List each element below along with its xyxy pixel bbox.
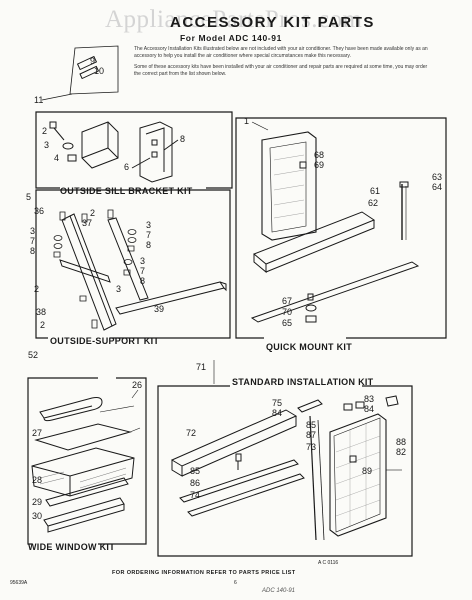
intro-paragraph-1: The Accessory Installation Kits illustra… — [134, 46, 428, 59]
callout-3-c: 3 — [146, 220, 152, 230]
callout-10: 10 — [94, 66, 105, 76]
callout-9: 9 — [90, 56, 96, 66]
callout-2-b: 2 — [90, 208, 96, 218]
callout-62: 62 — [368, 198, 379, 208]
callout-75: 75 — [272, 398, 283, 408]
callout-71: 71 — [196, 362, 207, 372]
callout-4: 4 — [54, 153, 60, 163]
callout-87: 87 — [306, 430, 317, 440]
callout-5: 5 — [26, 192, 32, 202]
callout-83: 83 — [364, 394, 375, 404]
callout-88: 88 — [396, 437, 407, 447]
callout-63: 63 — [432, 172, 443, 182]
callout-38: 38 — [36, 307, 47, 317]
callout-8: 8 — [180, 134, 186, 144]
page-subtitle: For Model ADC 140-91 — [180, 33, 282, 43]
intro-text: The Accessory Installation Kits illustra… — [134, 46, 434, 82]
callout-84: 84 — [272, 408, 283, 418]
section-outside-support: OUTSIDE-SUPPORT KIT — [50, 336, 160, 346]
standard-install-frame — [158, 386, 412, 556]
callout-2: 2 — [42, 126, 48, 136]
callout-86: 86 — [190, 478, 201, 488]
callout-82: 82 — [396, 447, 407, 457]
page-number: 6 — [234, 580, 237, 586]
callout-72: 72 — [186, 428, 197, 438]
callout-73: 73 — [306, 442, 317, 452]
callout-6: 6 — [124, 162, 130, 172]
outside-support-frame — [36, 190, 230, 338]
callout-61: 61 — [370, 186, 381, 196]
callout-8-d: 8 — [140, 276, 146, 286]
callout-3-b: 3 — [30, 226, 36, 236]
callout-2-d: 2 — [40, 320, 46, 330]
small-kit-drawing — [42, 46, 118, 100]
callout-65: 65 — [282, 318, 293, 328]
callout-7-c: 7 — [140, 266, 146, 276]
callout-11: 11 — [34, 95, 44, 105]
section-outside-sill: OUTSIDE SILL BRACKET KIT — [60, 186, 193, 196]
callout-69: 69 — [314, 160, 325, 170]
callout-27: 27 — [32, 428, 43, 438]
form-number: 95639A — [10, 580, 28, 586]
callout-70: 70 — [282, 307, 293, 317]
callout-30: 30 — [32, 511, 43, 521]
callout-8-c: 8 — [146, 240, 152, 250]
callout-8-b: 8 — [30, 246, 36, 256]
watermark: AppliancePartsPros.com — [105, 6, 363, 33]
callout-36: 36 — [34, 206, 45, 216]
callout-89: 89 — [362, 466, 373, 476]
callout-7: 7 — [30, 236, 36, 246]
section-wide-window: WIDE WINDOW KIT — [28, 542, 115, 552]
callout-52: 52 — [28, 350, 39, 360]
intro-paragraph-2: Some of these accessory kits have been i… — [134, 64, 428, 77]
callout-2-c: 2 — [34, 284, 40, 294]
handwritten-note: ADC 140-91 — [262, 588, 296, 594]
callout-67: 67 — [282, 296, 293, 306]
section-standard-install: STANDARD INSTALLATION KIT — [232, 377, 374, 387]
figure-code: A C 0116 — [318, 560, 339, 566]
callout-84-b: 84 — [364, 404, 375, 414]
callout-26: 26 — [132, 380, 143, 390]
callout-3-d: 3 — [140, 256, 146, 266]
callout-28: 28 — [32, 475, 43, 485]
callout-3: 3 — [44, 140, 50, 150]
wide-window-frame — [28, 378, 146, 544]
callout-68: 68 — [314, 150, 325, 160]
ordering-note: FOR ORDERING INFORMATION REFER TO PARTS … — [112, 570, 296, 576]
callout-74: 74 — [190, 490, 201, 500]
callout-39: 39 — [154, 304, 165, 314]
leader-lines — [132, 122, 268, 398]
callout-64: 64 — [432, 182, 443, 192]
callout-1: 1 — [244, 116, 250, 126]
callout-85-b: 85 — [190, 466, 201, 476]
outside-sill-frame — [36, 112, 232, 188]
callout-85: 85 — [306, 420, 317, 430]
callout-7-b: 7 — [146, 230, 152, 240]
page-title: ACCESSORY KIT PARTS — [170, 14, 375, 31]
callout-37: 37 — [82, 218, 93, 228]
quick-mount-frame — [236, 118, 446, 338]
callout-29: 29 — [32, 497, 43, 507]
callout-3-e: 3 — [116, 284, 122, 294]
section-quick-mount: QUICK MOUNT KIT — [266, 342, 352, 352]
